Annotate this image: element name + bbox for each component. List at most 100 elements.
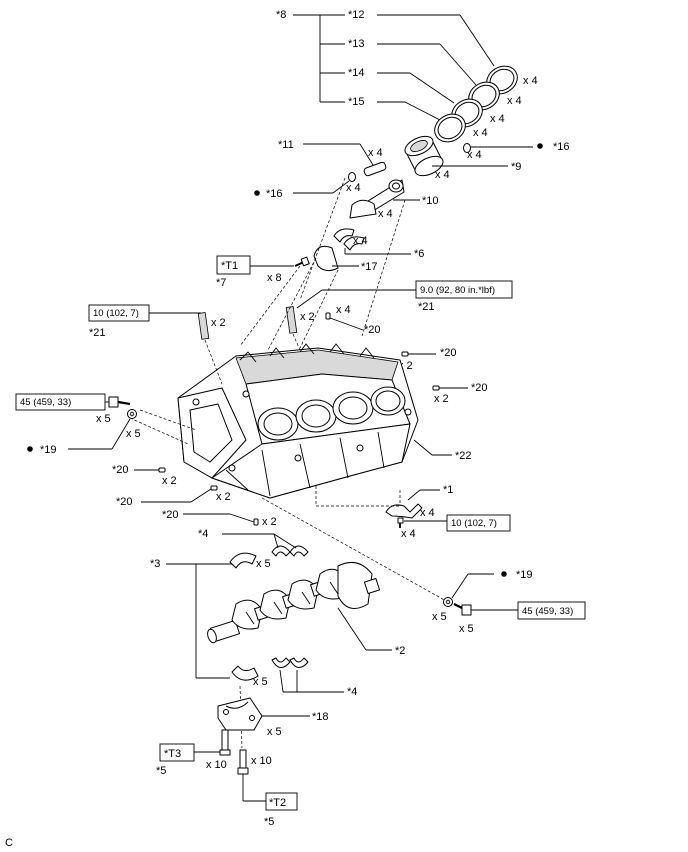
leader-16-left-b: [332, 180, 350, 194]
tool-tag-T1-text: *T1: [221, 260, 238, 272]
label-13: *13: [348, 38, 365, 50]
oil-jet-bolt-right: [453, 603, 472, 616]
label-20-top: *20: [364, 324, 381, 336]
torque-19-right: 45 (459, 33): [522, 606, 573, 617]
label-9: *9: [511, 161, 521, 173]
qty-14: x 4: [490, 113, 505, 125]
qty-7: x 8: [267, 272, 282, 284]
leader-19-left-b: [111, 418, 131, 450]
label-16-left: *16: [266, 188, 283, 200]
label-5-left: *5: [156, 765, 166, 777]
label-6: *6: [414, 248, 424, 260]
corner-code: C: [5, 837, 13, 849]
qty-5-inner: x 10: [206, 759, 227, 771]
piston-pin: [363, 161, 387, 177]
torque-1: 10 (102, 7): [451, 518, 497, 529]
tool-tag-T1: [216, 255, 251, 275]
qty-19-bolt-right: x 5: [459, 623, 474, 635]
assembly-dashed-lines: [129, 177, 449, 749]
thrust-washer-upper-2: [289, 545, 309, 557]
qty-1: x 4: [420, 507, 435, 519]
qty-21-left: x 2: [211, 317, 226, 329]
connecting-rod-bolt: [294, 256, 310, 267]
gasket-19-left-hole: [129, 411, 135, 417]
thrust-washer-lower-1: [271, 657, 291, 668]
qty-19-bolt-left: x 5: [96, 413, 111, 425]
rod-bearing-lower: [343, 236, 365, 251]
crankshaft-bearing-lower: [231, 665, 259, 681]
bullet-16-left: [254, 190, 260, 196]
bearing-cap-bolt-inner: [219, 729, 231, 756]
leader-4-lower-a: [279, 669, 284, 693]
oil-ring-expander-inner: [437, 116, 463, 140]
torque-box-1: [446, 514, 511, 532]
pin-20-mid1: [401, 351, 436, 357]
label-15: *15: [348, 96, 365, 108]
label-4-upper: *4: [198, 528, 208, 540]
label-20-bottom: *20: [162, 509, 179, 521]
tool-tag-T2-text: *T2: [269, 797, 286, 809]
qty-20-left1: x 2: [162, 475, 177, 487]
crankshaft: [207, 561, 381, 644]
leader-11-b: [359, 143, 374, 166]
label-22: *22: [455, 450, 472, 462]
oil-jet-bolt-left: [108, 396, 131, 408]
qty-20-mid2: x 2: [434, 393, 449, 405]
label-19-right: *19: [516, 569, 533, 581]
thrust-washer-upper-1: [271, 545, 291, 557]
oil-jet-bolt: [397, 517, 404, 528]
crankshaft-bearing-cap: [217, 697, 263, 731]
connecting-rod-cap: [313, 245, 339, 272]
rod-bearing-upper: [333, 228, 355, 243]
label-16-right: *16: [553, 141, 570, 153]
label-7: *7: [216, 277, 226, 289]
label-11: *11: [278, 139, 294, 151]
pin-20-left1: [134, 467, 166, 473]
torque-box-21-right: [415, 280, 513, 299]
thrust-washer-lower-2: [289, 657, 309, 668]
qty-4-lower: x 5: [253, 676, 268, 688]
qty-11: x 4: [368, 147, 383, 159]
label-19-left: *19: [40, 444, 57, 456]
qty-9: x 4: [435, 169, 450, 181]
label-8: *8: [276, 9, 286, 21]
ring-leader-lines: [293, 14, 495, 121]
snap-ring-left: [348, 172, 356, 182]
label-20-mid1: *20: [440, 347, 457, 359]
label-5-bottom: *5: [264, 816, 274, 828]
qty-10: x 4: [378, 208, 393, 220]
torque-19-left: 45 (459, 33): [20, 397, 71, 408]
bullet-16-right: [537, 143, 543, 149]
leader-2-a: [337, 607, 367, 651]
label-2: *2: [395, 645, 405, 657]
qty-13: x 4: [507, 95, 522, 107]
pin-20-top: [325, 312, 364, 331]
torque-box-19-right: [517, 601, 586, 620]
stud-bolt-left: [197, 312, 210, 340]
tool-tag-T2: [265, 792, 298, 811]
tool-tag-T3: [159, 743, 195, 762]
qty-15: x 4: [473, 127, 488, 139]
qty-19-right: x 5: [432, 611, 447, 623]
leader-4-upper-c: [273, 533, 297, 549]
torque-21-right: 9.0 (92, 80 in.*lbf): [420, 285, 495, 296]
torque-21-left: 10 (102, 7): [93, 308, 139, 319]
qty-19-left: x 5: [126, 428, 141, 440]
qty-20-bottom: x 2: [262, 516, 277, 528]
qty-1-bolt: x 4: [401, 528, 416, 540]
qty-20-left2: x 2: [216, 491, 231, 503]
pin-20-bottom: [183, 513, 259, 526]
qty-18: x 5: [267, 726, 282, 738]
label-3: *3: [150, 558, 160, 570]
bullet-19-left: [27, 446, 33, 452]
pin-20-left2: [141, 485, 218, 503]
label-18: *18: [312, 711, 329, 723]
bearing-cap-bolt-outer: [237, 749, 249, 775]
snap-ring-right: [463, 143, 471, 153]
qty-16-left: x 4: [346, 182, 361, 194]
cylinder-block: [177, 343, 419, 499]
qty-21-right: x 2: [300, 311, 315, 323]
label-1: *1: [443, 484, 453, 496]
label-4-lower: *4: [347, 686, 357, 698]
